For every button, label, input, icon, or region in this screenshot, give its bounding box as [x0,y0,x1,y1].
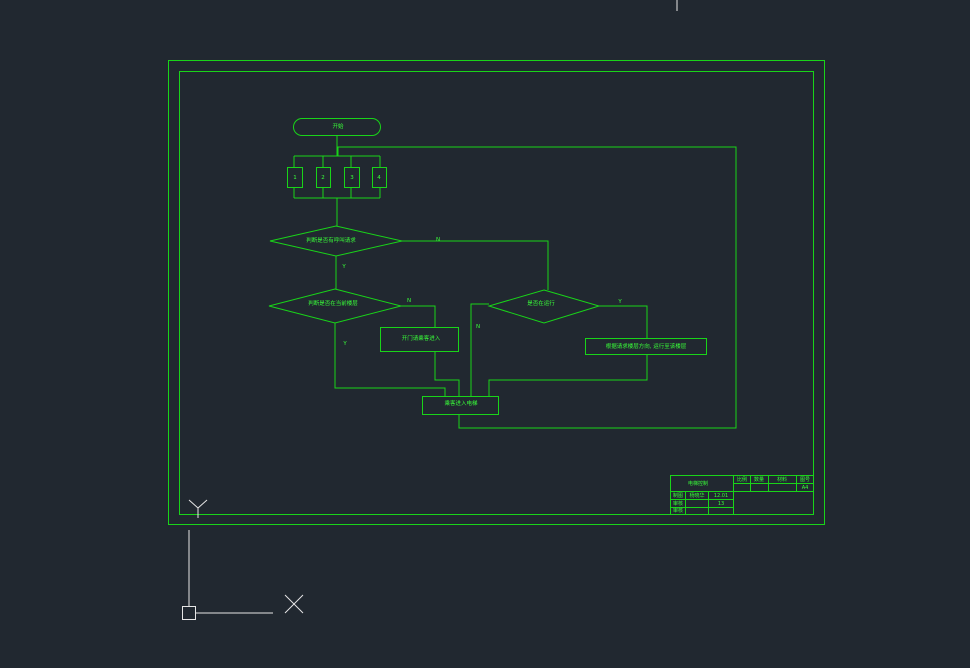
row1-name: 杨晓华 [689,492,704,499]
row1-role: 制图 [673,492,683,499]
header-quantity: 数量 [754,476,764,483]
branch-label-yes-1: Y [341,264,346,270]
connector-no-3 [470,303,489,396]
process-passenger-enter[interactable] [422,396,499,415]
connector-no-1 [402,240,549,290]
input-box-3[interactable] [344,167,360,188]
branch-label-no-2: N [407,298,411,304]
paper-y-marker [188,499,208,518]
process-run-to-floor-label: 根据请求楼层方向, 运行至该楼层 [606,342,687,350]
input-box-2[interactable] [316,167,331,188]
ucs-origin-box [182,606,196,620]
input-label-3: 3 [350,175,354,181]
input-box-1[interactable] [287,167,303,188]
header-scale: 比例 [737,476,747,483]
process-open-door[interactable] [380,327,459,352]
connector-yes-3 [599,305,648,338]
header-material: 材料 [777,476,787,483]
outer-border [168,60,825,525]
branch-label-no-3: N [476,324,480,330]
ucs-icon[interactable] [182,530,304,620]
connector-yes-2 [334,323,446,396]
ucs-x-glyph [284,594,304,614]
row2-role: 审核 [673,500,683,507]
decision-is-running[interactable] [487,289,601,324]
input-label-2: 2 [321,175,325,181]
connector [488,355,648,396]
inner-border [179,71,814,515]
input-label-1: 1 [293,175,297,181]
header-drawing-no: 图号 [800,477,810,483]
connector [434,352,460,396]
row1-date: 12.01 [714,493,728,499]
branch-label-yes-2: Y [342,341,347,347]
drawing-sheet [168,60,825,525]
process-run-to-floor[interactable] [585,338,707,355]
start-label: 开始 [332,122,344,130]
process-open-door-label: 开门请乘客进入 [402,334,441,342]
start-terminator[interactable] [293,118,381,136]
decision-current-floor-label: 判断是否在当前楼层 [308,299,358,307]
decision-call-request-label: 判断是否有呼叫请求 [306,236,356,244]
title-block [670,475,814,515]
sheet-size: A4 [802,485,809,491]
title-block-frame [670,475,814,515]
input-box-4[interactable] [372,167,387,188]
branch-label-no-1: N [436,237,440,243]
connector-no-2 [401,305,436,327]
loop-back-connector [337,146,737,429]
drawing-name: 电梯控制 [688,480,708,487]
row2-date: 13 [718,501,724,507]
process-passenger-enter-label: 乘客进入电梯 [444,399,478,407]
flowchart-labels: 开始 1 2 3 4 判断是否有呼叫请求 判断是否在当前楼层 是否在运行 开门请… [293,122,686,407]
decision-is-running-label: 是否在运行 [527,299,555,307]
branch-label-yes-3: Y [617,299,622,305]
input-label-4: 4 [377,175,381,181]
title-block-text: 电梯控制 比例 数量 材料 图号 A4 制图 杨晓华 12.01 审核 13 审… [673,476,810,514]
row3-role: 审核 [673,507,683,514]
